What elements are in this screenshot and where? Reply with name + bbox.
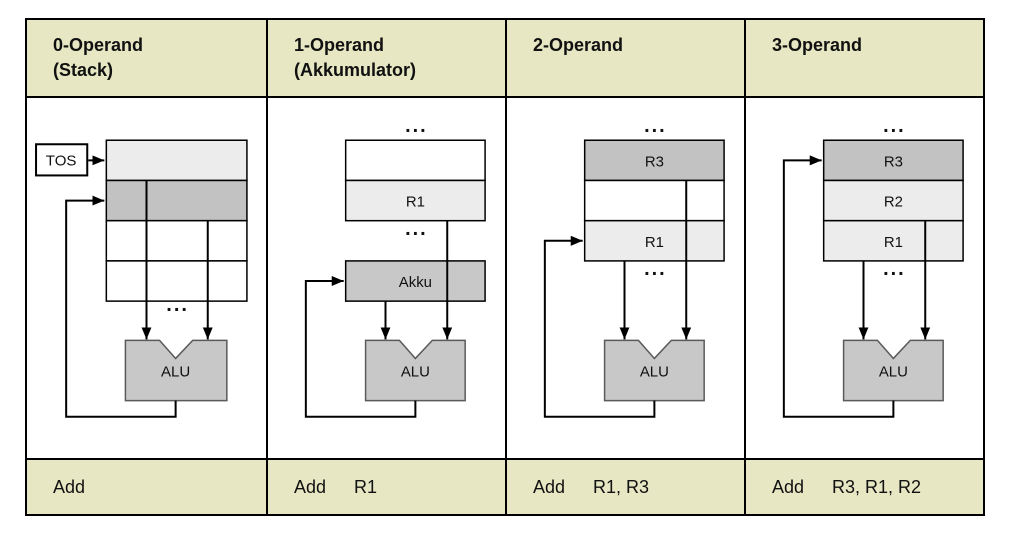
header-cell-3-operand: 3-Operand <box>744 20 983 96</box>
alu-shape <box>603 339 705 402</box>
diagram-cell-stack: TOS ... ALU <box>27 96 266 458</box>
instruction-mnemonic: Add <box>772 476 805 497</box>
register-cell-r3 <box>822 139 964 182</box>
register-label-r3: R3 <box>884 153 903 170</box>
ellipsis-middle: ... <box>405 218 428 240</box>
alu-label: ALU <box>640 363 669 380</box>
ellipsis-top: ... <box>405 115 428 137</box>
result-feedback-wire <box>304 275 417 418</box>
two-operand-architecture-diagram: ... R3 R1 ... ALU <box>543 115 725 418</box>
register-label-r2: R2 <box>884 194 903 211</box>
register-cell-r1 <box>583 219 725 262</box>
alu-shape <box>364 339 466 402</box>
alu-label: ALU <box>161 364 190 381</box>
alu-label: ALU <box>879 363 908 380</box>
instruction-mnemonic: Add <box>533 476 566 497</box>
ellipsis-bottom: ... <box>883 258 906 280</box>
instruction-mnemonic: Add <box>53 476 86 497</box>
stack-cell-top <box>105 139 248 182</box>
alu-shape <box>842 339 944 402</box>
tos-box <box>35 143 89 177</box>
instruction-args: R1 <box>354 476 378 497</box>
register-cell-empty <box>583 179 725 222</box>
stack-cell-second <box>105 179 248 222</box>
akku-label: Akku <box>399 274 432 291</box>
alu-shape <box>124 339 228 402</box>
header-line2: (Stack) <box>53 60 114 80</box>
register-cell-r3 <box>583 139 725 182</box>
ellipsis-bottom: ... <box>644 258 667 280</box>
result-feedback-wire <box>543 235 656 418</box>
register-cell-r1 <box>822 219 964 262</box>
result-feedback-wire <box>782 155 895 418</box>
instruction-cell-2-operand: Add R1, R3 <box>505 458 744 514</box>
instruction-mnemonic: Add <box>294 476 327 497</box>
register-label-r1: R1 <box>884 234 903 251</box>
diagram-cell-3-operand: ... R3 R2 R1 ... ALU <box>744 96 983 458</box>
register-cell-empty <box>344 139 486 182</box>
stack-cell-fourth <box>105 260 248 302</box>
register-cell-r2 <box>822 179 964 222</box>
register-label-r3: R3 <box>645 153 664 170</box>
operand-architecture-table: 0-Operand (Stack) 1-Operand (Akkumulator… <box>25 18 985 516</box>
alu-label: ALU <box>401 363 430 380</box>
header-line2: (Akkumulator) <box>294 60 417 80</box>
register-label-r1: R1 <box>406 194 425 211</box>
ellipsis-top: ... <box>883 115 906 137</box>
instruction-cell-stack: Add <box>27 458 266 514</box>
stack-architecture-diagram: TOS ... ALU <box>35 139 248 418</box>
header-cell-2-operand: 2-Operand <box>505 20 744 96</box>
header-line1: 2-Operand <box>533 35 624 55</box>
register-label-r1: R1 <box>645 234 664 251</box>
diagram-cell-akkumulator: ... R1 ... Akku ALU <box>266 96 505 458</box>
header-cell-0-operand: 0-Operand (Stack) <box>27 20 266 96</box>
header-cell-1-operand: 1-Operand (Akkumulator) <box>266 20 505 96</box>
akkumulator-architecture-diagram: ... R1 ... Akku ALU <box>304 115 486 418</box>
akku-box <box>344 260 486 302</box>
register-cell-r1 <box>344 179 486 222</box>
instruction-args: R3, R1, R2 <box>832 476 922 497</box>
instruction-cell-akkumulator: Add R1 <box>266 458 505 514</box>
header-line1: 0-Operand <box>53 35 144 55</box>
header-line1: 1-Operand <box>294 35 385 55</box>
diagram-cell-2-operand: ... R3 R1 ... ALU <box>505 96 744 458</box>
ellipsis-bottom: ... <box>166 294 189 316</box>
result-feedback-wire <box>65 195 177 418</box>
header-line1: 3-Operand <box>772 35 863 55</box>
tos-label: TOS <box>46 152 77 169</box>
stack-cell-third <box>105 219 248 262</box>
ellipsis-top: ... <box>644 115 667 137</box>
instruction-args: R1, R3 <box>593 476 650 497</box>
instruction-cell-3-operand: Add R3, R1, R2 <box>744 458 983 514</box>
three-operand-architecture-diagram: ... R3 R2 R1 ... ALU <box>782 115 964 418</box>
